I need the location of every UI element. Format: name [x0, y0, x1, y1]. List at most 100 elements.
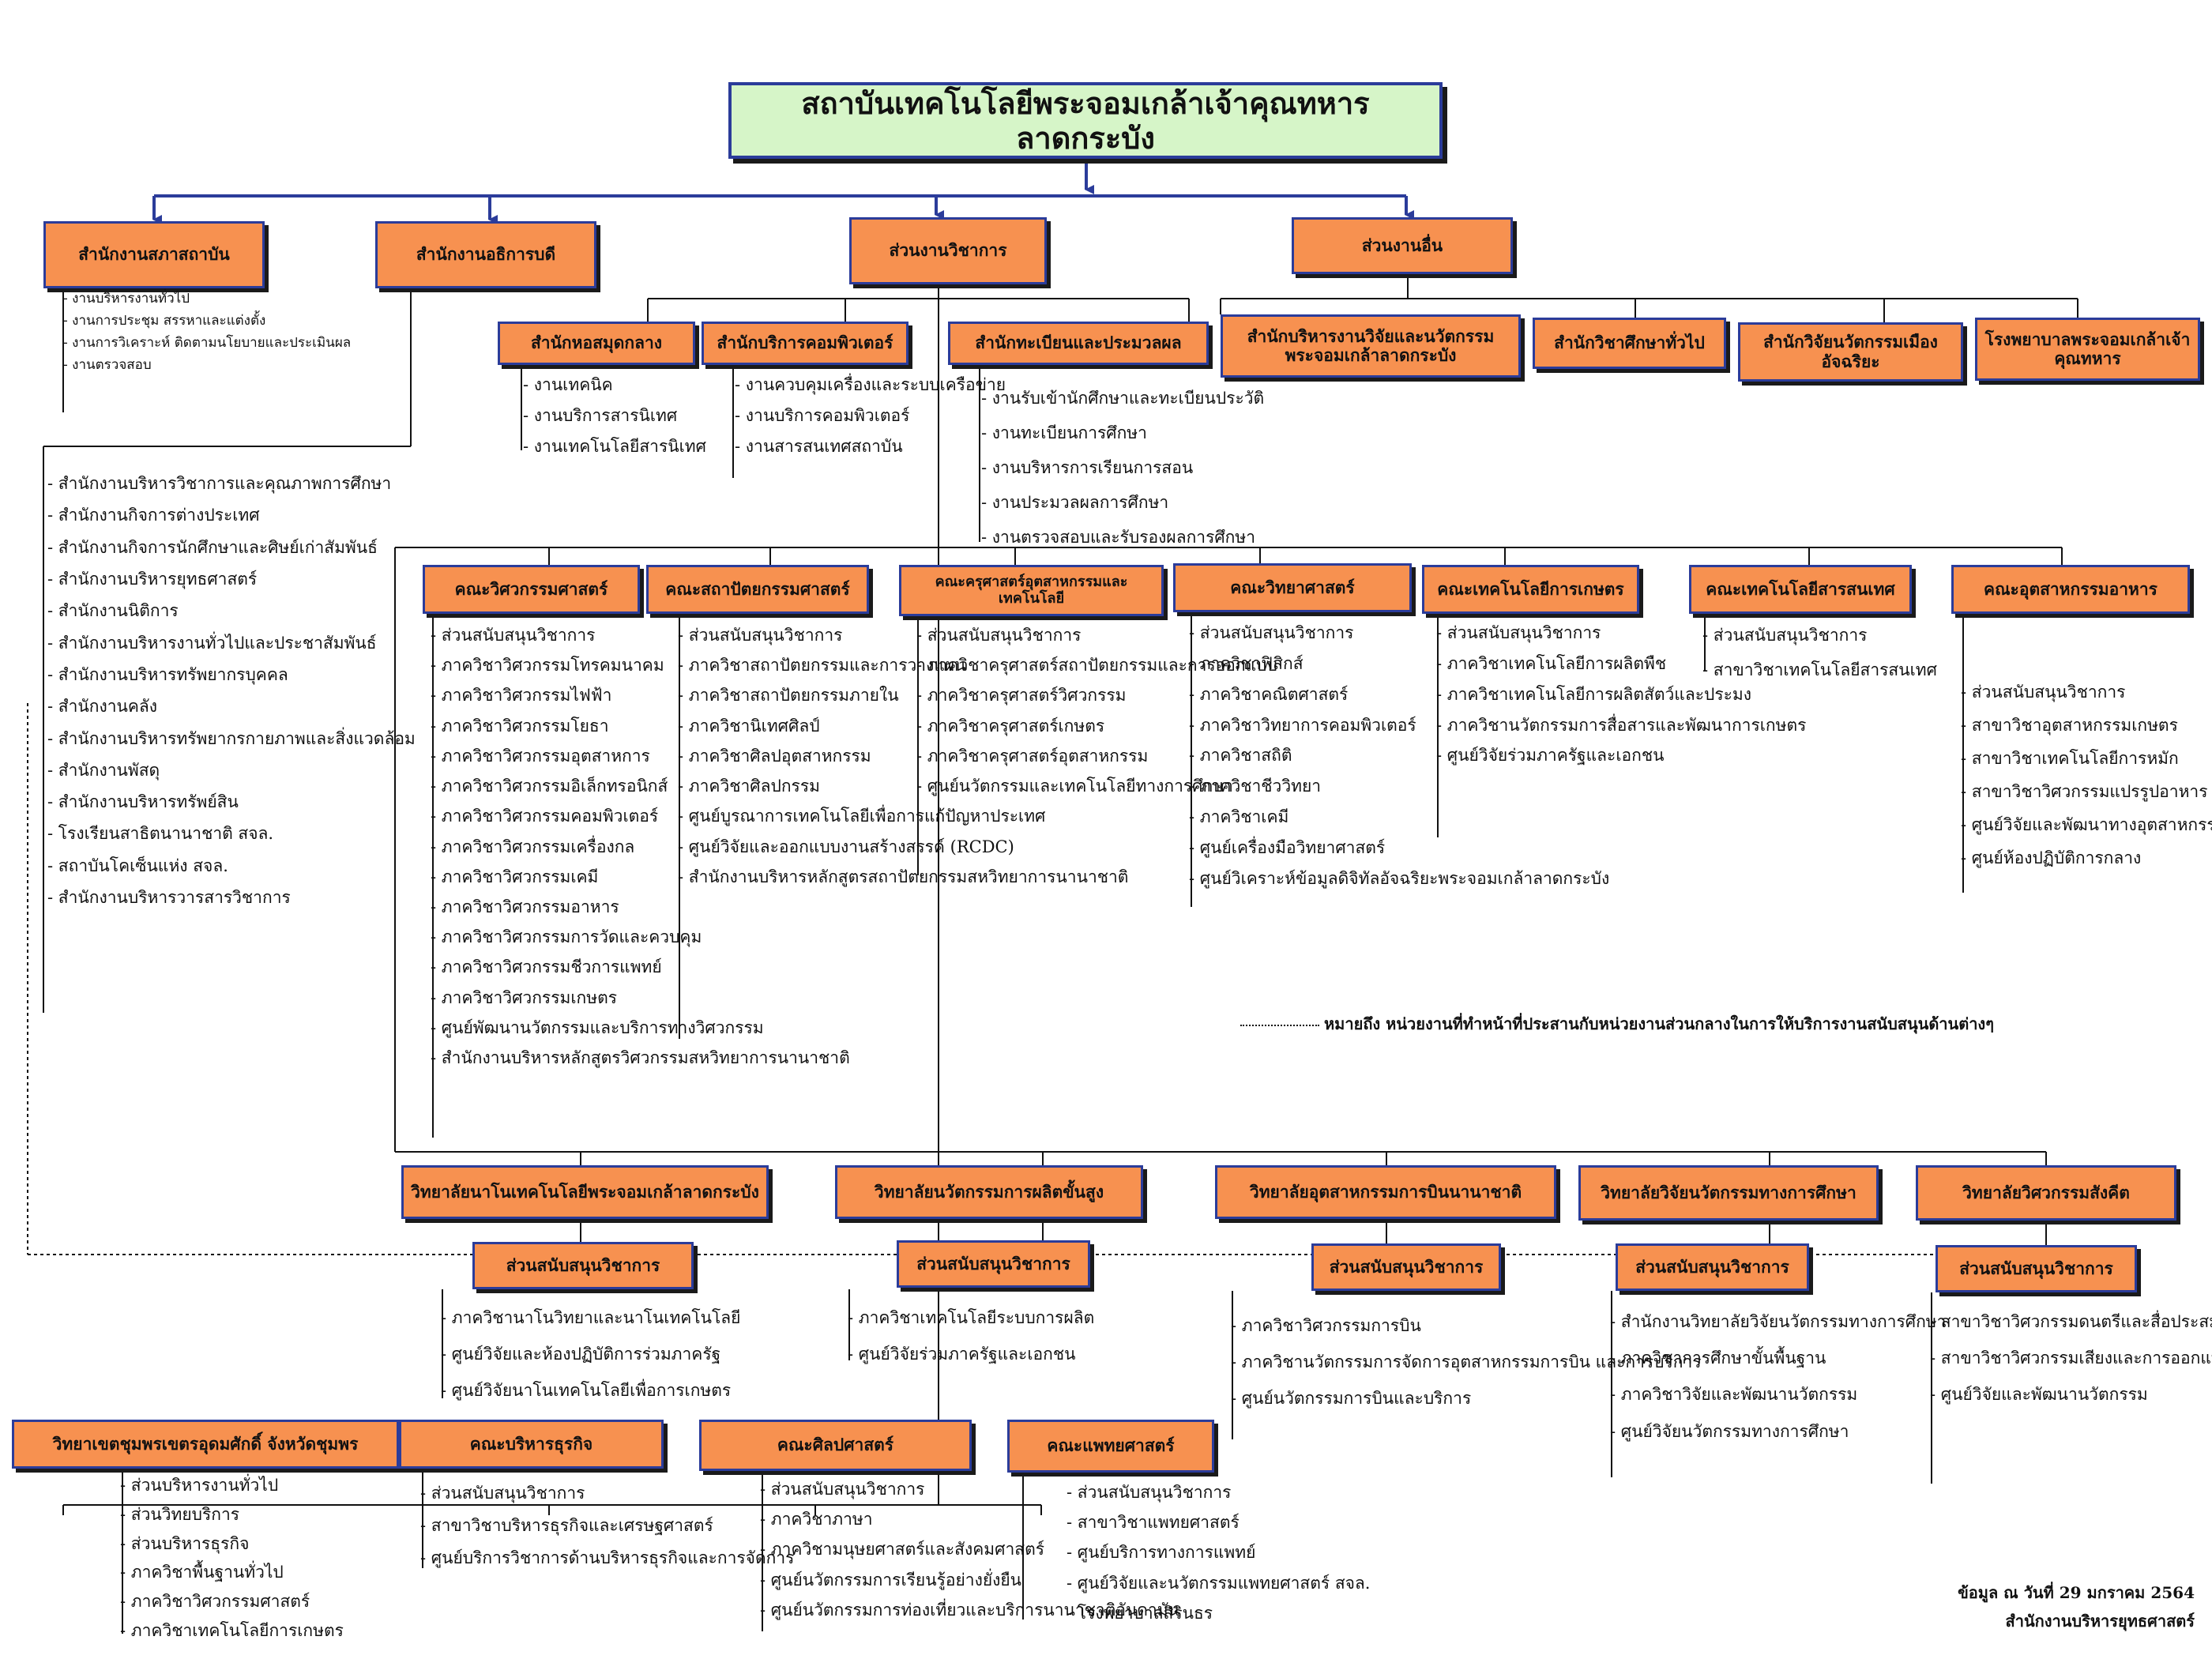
list-item: ภาควิชาวิศวกรรมอุตสาหการ — [431, 741, 850, 771]
list-item: ภาควิชาวิศวกรรมโยธา — [431, 711, 850, 741]
faculty-medicine-list: ส่วนสนับสนุนวิชาการ สาขาวิชาแพทยศาสตร์ ศ… — [1066, 1477, 1371, 1628]
list-item: สถาบันโคเซ็นแห่ง สจล. — [47, 850, 416, 882]
college-education-support-box: ส่วนสนับสนุนวิชาการ — [1616, 1243, 1809, 1291]
list-item: ศูนย์นวัตกรรมการบินและบริการ — [1231, 1380, 1702, 1416]
list-item: งานสารสนเทศสถาบัน — [735, 431, 1006, 462]
list-item: ศูนย์วิจัยนวัตกรรมทางการศึกษา — [1610, 1413, 1946, 1450]
list-item: ศูนย์เครื่องมือวิทยาศาสตร์ — [1189, 833, 1609, 863]
list-item: สาขาวิชาเทคโนโลยีสารสนเทศ — [1702, 653, 1937, 687]
list-item: ภาควิชาเทคโนโลยีระบบการผลิต — [848, 1300, 1095, 1336]
institute-title-box: สถาบันเทคโนโลยีพระจอมเกล้าเจ้าคุณทหารลาด… — [728, 82, 1443, 159]
list-item: ศูนย์วิจัยและออกแบบงานสร้างสรรค์ (RCDC) — [678, 832, 1128, 862]
list-item: สำนักงานบริหารหลักสูตรวิศวกรรมสหวิทยาการ… — [431, 1043, 850, 1073]
list-item: สำนักงานพัสดุ — [47, 754, 416, 786]
top-arrows — [152, 162, 1414, 224]
college-nanotech-list: ภาควิชานาโนวิทยาและนาโนเทคโนโลยี ศูนย์วิ… — [441, 1300, 741, 1409]
list-item: สาขาวิชาวิศวกรรมเสียงและการออกแบบ — [1930, 1340, 2212, 1376]
list-item: ภาควิชาเทคโนโลยีการผลิตพืช — [1436, 649, 1806, 679]
list-item: สำนักงานบริหารทรัพยากรบุคคล — [47, 659, 416, 690]
list-item: งานตรวจสอบ — [63, 354, 351, 376]
list-item: งานบริหารงานทั่วไป — [63, 288, 351, 310]
president-office-box: สำนักงานอธิการบดี — [375, 221, 596, 288]
list-item: งานรับเข้านักศึกษาและทะเบียนประวัติ — [981, 381, 1264, 416]
list-item: งานเทคนิค — [523, 370, 706, 401]
list-item: ศูนย์วิเคราะห์ข้อมูลดิจิทัลอัจฉริยะพระจอ… — [1189, 863, 1610, 894]
list-item: ภาควิชาวิศวกรรมเคมี — [431, 862, 850, 892]
list-item: ภาควิชานาโนวิทยาและนาโนเทคโนโลยี — [441, 1300, 741, 1336]
list-item: ภาควิชาสถาปัตยกรรมภายใน — [678, 680, 1128, 710]
college-education-research-box: วิทยาลัยวิจัยนวัตกรรมทางการศึกษา — [1578, 1165, 1879, 1221]
list-item: ส่วนสนับสนุนวิชาการ — [760, 1474, 1179, 1504]
council-office-box: สำนักงานสภาสถาบัน — [43, 221, 265, 288]
faculty-science-box: คณะวิทยาศาสตร์ — [1173, 563, 1412, 612]
data-source-org: สำนักงานบริหารยุทธศาสตร์ — [2005, 1612, 2195, 1631]
legend-note: หมายถึง หน่วยงานที่ทำหน้าที่ประสานกับหน่… — [1240, 1011, 1994, 1036]
list-item: ศูนย์วิจัยและพัฒนาทางอุตสาหกรรมอาหาร — [1961, 808, 2212, 841]
list-item: งานบริหารการเรียนการสอน — [981, 450, 1264, 485]
faculty-engineering-box: คณะวิศวกรรมศาสตร์ — [423, 565, 640, 614]
list-item: สำนักงานบริหารทรัพยากรกายภาพและสิ่งแวดล้… — [47, 723, 416, 754]
list-item: ศูนย์ห้องปฏิบัติการกลาง — [1961, 841, 2212, 875]
list-item: ภาควิชาเทคโนโลยีการเกษตร — [120, 1616, 344, 1646]
faculty-food-industry-list: ส่วนสนับสนุนวิชาการ สาขาวิชาอุตสาหกรรมเก… — [1961, 675, 2212, 875]
list-item: ภาควิชาครุศาสตร์อุตสาหกรรม — [916, 741, 1277, 771]
list-item: งานบริการคอมพิวเตอร์ — [735, 401, 1006, 431]
list-item: งานตรวจสอบและรับรองผลการศึกษา — [981, 520, 1264, 555]
president-office-list: สำนักงานบริหารวิชาการและคุณภาพการศึกษา ส… — [47, 468, 416, 913]
college-advanced-manufacturing-box: วิทยาลัยนวัตกรรมการผลิตขั้นสูง — [835, 1165, 1143, 1219]
list-item: ภาควิชาศิลปอุตสาหกรรม — [678, 741, 1128, 771]
list-item: ภาควิชาวิจัยและพัฒนานวัตกรรม — [1610, 1376, 1946, 1413]
list-item: โรงเรียนสาธิตนานาชาติ สจล. — [47, 818, 416, 849]
list-item: ภาควิชาภาษา — [760, 1504, 1179, 1534]
faculty-it-box: คณะเทคโนโลยีสารสนเทศ — [1689, 565, 1912, 614]
list-item: ภาควิชานิเทศศิลป์ — [678, 711, 1128, 741]
list-item: ภาควิชาวิศวกรรมการวัดและควบคุม — [431, 922, 850, 952]
list-item: ภาควิชาครุศาสตร์เกษตร — [916, 711, 1277, 741]
list-item: สำนักงานวิทยาลัยวิจัยนวัตกรรมทางการศึกษา — [1610, 1304, 1947, 1340]
computer-center-list: งานควบคุมเครื่องและระบบเครือข่าย งานบริก… — [735, 370, 1006, 462]
list-item: ศูนย์พัฒนานวัตกรรมและบริการทางวิศวกรรม — [431, 1013, 850, 1043]
list-item: งานการประชุม สรรหาและแต่งตั้ง — [63, 310, 351, 332]
list-item: ภาควิชาสถิติ — [1189, 740, 1609, 771]
list-item: สาขาวิชาบริหารธุรกิจและเศรษฐศาสตร์ — [420, 1510, 794, 1542]
faculty-architecture-box: คณะสถาปัตยกรรมศาสตร์ — [646, 565, 869, 614]
list-item: ศูนย์บริการทางการแพทย์ — [1066, 1537, 1370, 1567]
list-item: ภาควิชาศิลปกรรม — [678, 771, 1128, 801]
list-item: สำนักงานนิติการ — [47, 595, 416, 626]
list-item: ภาควิชาวิศวกรรมเครื่องกล — [431, 832, 850, 862]
list-item: ส่วนสนับสนุนวิชาการ — [1436, 618, 1806, 649]
list-item: โรงพยาบาลสิรินธร — [1066, 1598, 1370, 1628]
list-item: ภาควิชาฟิสิกส์ — [1189, 649, 1609, 679]
list-item: ภาควิชาพื้นฐานทั่วไป — [120, 1558, 344, 1587]
list-item: ภาควิชาวิศวกรรมโทรคมนาคม — [431, 650, 850, 680]
faculty-engineering-list: ส่วนสนับสนุนวิชาการ ภาควิชาวิศวกรรมโทรคม… — [431, 620, 850, 1073]
list-item: ภาควิชาวิศวกรรมการบิน — [1231, 1307, 1702, 1344]
academic-units-box: ส่วนงานวิชาการ — [849, 217, 1047, 284]
dotted-line-sample — [1240, 1024, 1319, 1026]
central-library-box: สำนักหอสมุดกลาง — [498, 322, 695, 365]
list-item: ภาควิชาวิทยาการคอมพิวเตอร์ — [1189, 710, 1609, 741]
list-item: ภาควิชาเคมี — [1189, 802, 1609, 833]
list-item: ส่วนสนับสนุนวิชาการ — [678, 620, 1128, 650]
faculty-business-list: ส่วนสนับสนุนวิชาการ สาขาวิชาบริหารธุรกิจ… — [420, 1477, 795, 1574]
list-item: ส่วนบริหารธุรกิจ — [120, 1529, 344, 1559]
list-item: ศูนย์บูรณาการเทคโนโลยีเพื่อการแก้ปัญหาปร… — [678, 801, 1128, 831]
list-item: ภาควิชาวิศวกรรมไฟฟ้า — [431, 680, 850, 710]
faculty-science-list: ส่วนสนับสนุนวิชาการ ภาควิชาฟิสิกส์ ภาควิ… — [1189, 618, 1610, 894]
list-item: ศูนย์วิจัยและพัฒนานวัตกรรม — [1930, 1376, 2212, 1413]
college-music-support-box: ส่วนสนับสนุนวิชาการ — [1936, 1245, 2137, 1292]
list-item: ภาควิชามนุษยศาสตร์และสังคมศาสตร์ — [760, 1534, 1179, 1564]
other-units-box: ส่วนงานอื่น — [1292, 217, 1513, 274]
list-item: ศูนย์บริการวิชาการด้านบริหารธุรกิจและการ… — [420, 1542, 795, 1574]
list-item: ภาควิชาเทคโนโลยีการผลิตสัตว์และประมง — [1436, 679, 1806, 710]
list-item: งานประมวลผลการศึกษา — [981, 485, 1264, 520]
faculty-industrial-education-box: คณะครุศาสตร์อุตสาหกรรมและเทคโนโลยี — [899, 565, 1164, 616]
list-item: ภาควิชาวิศวกรรมเกษตร — [431, 983, 850, 1013]
faculty-agri-tech-box: คณะเทคโนโลยีการเกษตร — [1422, 565, 1639, 614]
list-item: ภาควิชาการศึกษาขั้นพื้นฐาน — [1610, 1340, 1946, 1376]
list-item: ส่วนสนับสนุนวิชาการ — [1066, 1477, 1370, 1507]
college-music-engineering-box: วิทยาลัยวิศวกรรมสังคีต — [1916, 1165, 2176, 1221]
list-item: สำนักงานคลัง — [47, 690, 416, 722]
research-innovation-office-box: สำนักบริหารงานวิจัยและนวัตกรรมพระจอมเกล้… — [1221, 314, 1521, 378]
college-nanotech-box: วิทยาลัยนาโนเทคโนโลยีพระจอมเกล้าลาดกระบั… — [401, 1165, 769, 1219]
